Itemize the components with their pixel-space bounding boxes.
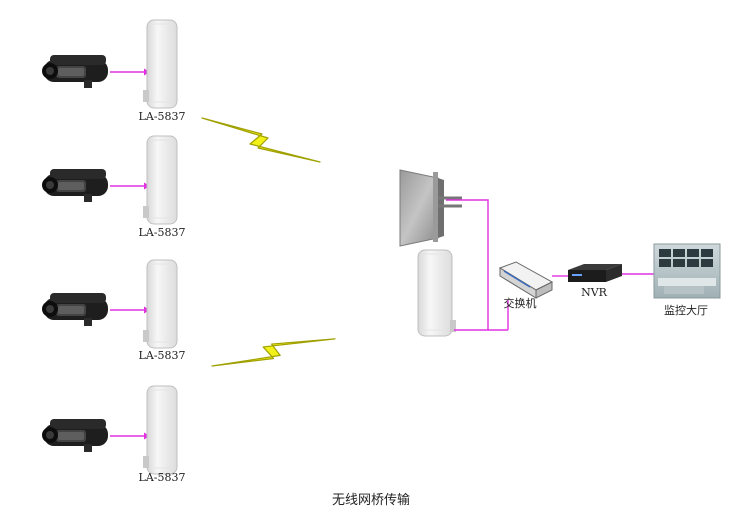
remote-site-1: LA-5837 xyxy=(42,19,186,123)
monitor-room-icon xyxy=(653,243,721,299)
central-station: 交换机 NVR 监控大厅 xyxy=(399,169,721,337)
remote-site-2: LA-5837 xyxy=(42,135,186,239)
bridge-icon xyxy=(142,135,178,225)
site-label: LA-5837 xyxy=(139,226,186,239)
camera-icon xyxy=(42,293,108,326)
bridge-icon xyxy=(142,385,178,475)
site-label: LA-5837 xyxy=(139,349,186,362)
antenna-cable xyxy=(446,199,489,331)
remote-site-3: LA-5837 xyxy=(42,259,186,362)
camera-icon xyxy=(42,169,108,202)
switch-icon xyxy=(498,261,554,299)
camera-icon xyxy=(42,419,108,452)
site-label: LA-5837 xyxy=(139,471,186,484)
bridge-icon xyxy=(142,259,178,349)
nvr-label: NVR xyxy=(581,286,608,299)
lightning-icon xyxy=(201,117,321,163)
lightning-icon xyxy=(211,321,336,384)
figure-caption: 无线网桥传输 xyxy=(331,493,410,508)
monitor-label: 监控大厅 xyxy=(664,303,708,317)
camera-icon xyxy=(42,55,108,88)
switch-label: 交换机 xyxy=(504,296,537,310)
bridge-icon xyxy=(417,249,456,337)
remote-site-4: LA-5837 xyxy=(42,385,186,484)
site-label: LA-5837 xyxy=(139,110,186,123)
bridge-icon xyxy=(142,19,178,109)
nvr-icon xyxy=(568,264,622,282)
panel-antenna-icon xyxy=(399,169,462,247)
